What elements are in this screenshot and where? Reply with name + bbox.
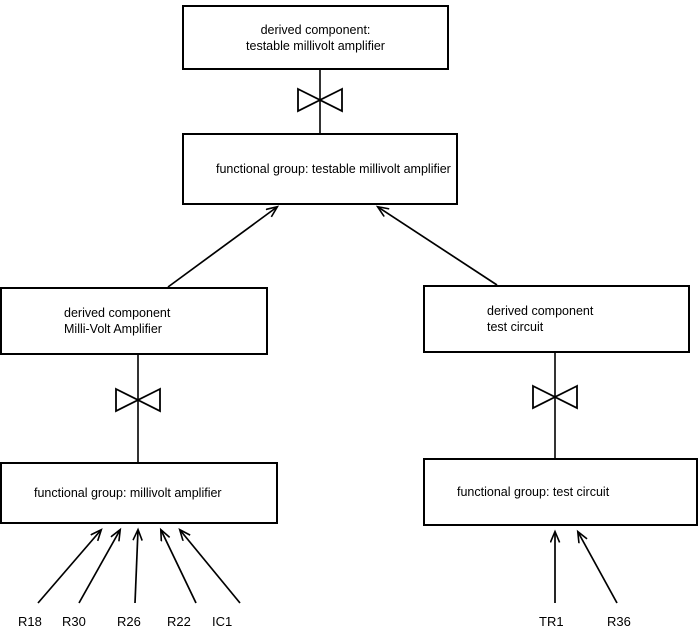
functional-group-test-circuit-line1: functional group: test circuit (457, 485, 610, 499)
functional-group-millivolt-amplifier-line1: functional group: millivolt amplifier (34, 486, 222, 500)
functional-group-testable-millivolt-amplifier[interactable]: functional group: testable millivolt amp… (182, 133, 458, 205)
functional-group-testable-millivolt-amplifier-line1: functional group: testable millivolt amp… (216, 162, 451, 176)
functional-group-test-circuit[interactable]: functional group: test circuit (423, 458, 698, 526)
link-derived-to-fg-millivolt-bowtie-icon (115, 387, 161, 413)
derived-component-testable-millivolt-amplifier-line2: testable millivolt amplifier (246, 38, 385, 53)
arrow-r36 (578, 532, 618, 604)
leaf-label-ic1: IC1 (212, 614, 233, 629)
derived-component-test-circuit-line1: derived component (487, 304, 594, 318)
functional-group-millivolt-amplifier[interactable]: functional group: millivolt amplifier (0, 462, 278, 524)
arrow-r18 (37, 530, 101, 604)
derived-component-milli-volt-amplifier-line1: derived component (64, 306, 171, 320)
derived-component-test-circuit[interactable]: derived component test circuit (423, 285, 690, 353)
derived-component-testable-millivolt-amplifier-line1: derived component: (260, 22, 371, 37)
leaf-label-r36: R36 (607, 614, 631, 629)
leaf-label-r18: R18 (18, 614, 42, 629)
derived-component-testable-millivolt-amplifier[interactable]: derived component:testable millivolt amp… (182, 5, 449, 70)
leaf-label-r26: R26 (117, 614, 141, 629)
leaf-label-r22: R22 (167, 614, 191, 629)
arrow-millivolt-to-testable (167, 207, 277, 288)
derived-component-test-circuit-line2: test circuit (487, 320, 544, 334)
arrow-test-circuit-to-testable (378, 207, 498, 286)
arrow-r22 (161, 530, 197, 604)
leaf-label-r30: R30 (62, 614, 86, 629)
link-derived-to-fg-test-circuit-bowtie-icon (532, 384, 578, 410)
leaf-label-tr1: TR1 (539, 614, 564, 629)
link-derived-to-fg-testable-bowtie-icon (297, 87, 343, 113)
derived-component-milli-volt-amplifier-line2: Milli-Volt Amplifier (64, 322, 162, 336)
arrow-ic1 (180, 530, 241, 604)
arrow-r30 (78, 530, 120, 604)
arrow-r26 (135, 530, 138, 604)
